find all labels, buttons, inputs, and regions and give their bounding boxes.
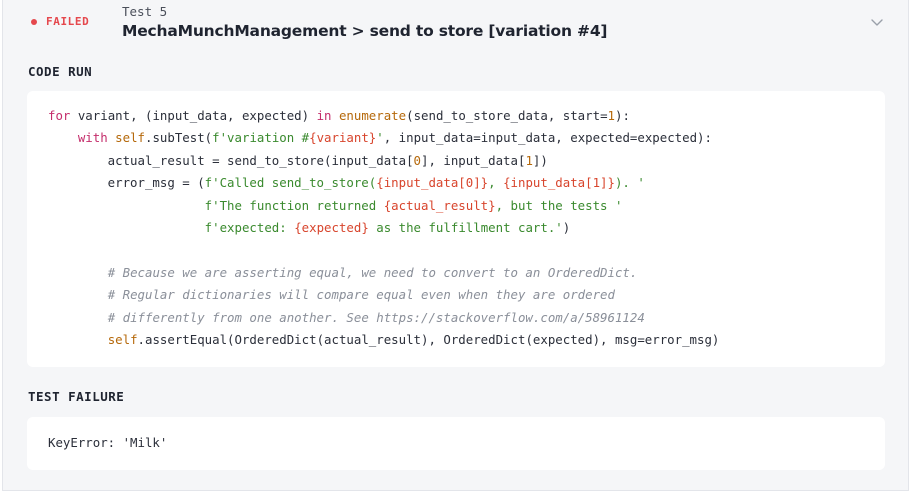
code-token: (send_to_store_data, start=: [406, 108, 608, 123]
code-token: 0: [413, 152, 421, 168]
code-token: ], input_data[: [421, 152, 526, 168]
code-token: {input_data[1]}: [503, 175, 615, 191]
code-run-heading: CODE RUN: [28, 64, 93, 79]
code-token: f'variation #: [212, 130, 310, 146]
failure-message: KeyError: 'Milk': [48, 435, 168, 450]
code-block: for variant, (input_data, expected) in e…: [27, 91, 885, 367]
code-token: enumerate: [338, 108, 407, 123]
code-token: ): [562, 219, 571, 235]
code-token: 1: [607, 108, 615, 123]
code-token: , input_data=input_data, expected=expect…: [383, 130, 712, 146]
code-token: # Regular dictionaries will compare equa…: [107, 287, 615, 303]
code-token: [48, 198, 205, 213]
code-token: as the fulfillment cart.': [368, 219, 563, 235]
code-token: {expected}: [294, 219, 369, 235]
code-token: ):: [615, 108, 630, 123]
test-failure-heading: TEST FAILURE: [28, 389, 125, 404]
code-token: , but the tests ': [495, 197, 623, 213]
code-token: ). ': [614, 175, 645, 191]
status-badge: FAILED: [31, 15, 89, 28]
code-token: 1: [525, 152, 533, 168]
code-token: [48, 130, 78, 145]
code-token: {actual_result}: [383, 197, 496, 213]
code-token: {variant}: [309, 130, 377, 146]
code-token: error_msg = (: [48, 175, 205, 191]
code-token: # differently from one another. See http…: [107, 309, 645, 325]
code-token: self: [115, 130, 145, 146]
code-token: [332, 108, 339, 123]
code-line: # Regular dictionaries will compare equa…: [48, 284, 885, 306]
code-token: [48, 332, 108, 347]
code-content: for variant, (input_data, expected) in e…: [48, 105, 885, 351]
code-line: error_msg = (f'Called send_to_store({inp…: [48, 172, 885, 194]
code-token: .assertEqual(OrderedDict(actual_result),…: [137, 331, 720, 347]
code-token: actual_result = send_to_store(input_data…: [48, 152, 414, 168]
code-token: [48, 310, 108, 325]
code-token: self: [107, 331, 138, 347]
code-token: with: [77, 130, 108, 146]
test-header[interactable]: FAILED Test 5 MechaMunchManagement > sen…: [3, 0, 908, 52]
code-line: with self.subTest(f'variation #{variant}…: [48, 127, 885, 149]
code-line: self.assertEqual(OrderedDict(actual_resu…: [48, 329, 885, 351]
code-line: # differently from one another. See http…: [48, 307, 885, 329]
failure-block: KeyError: 'Milk': [27, 417, 885, 470]
code-token: in: [316, 108, 332, 123]
test-title: MechaMunchManagement > send to store [va…: [122, 22, 608, 40]
code-token: f'Called send_to_store(: [204, 175, 377, 191]
code-line: actual_result = send_to_store(input_data…: [48, 150, 885, 172]
code-token: ]): [532, 152, 548, 168]
code-token: [48, 287, 108, 302]
code-token: [48, 265, 108, 280]
status-label: FAILED: [46, 15, 90, 28]
code-line: f'expected: {expected} as the fulfillmen…: [48, 217, 885, 239]
code-token: ': [376, 130, 384, 146]
code-token: ,: [488, 175, 504, 191]
status-dot-icon: [31, 18, 37, 25]
code-token: variant, (input_data, expected): [70, 108, 317, 123]
code-token: f'expected:: [204, 219, 295, 235]
code-token: {input_data[0]}: [376, 175, 489, 191]
code-line: [48, 239, 885, 261]
code-token: .subTest(: [145, 130, 213, 146]
code-line: f'The function returned {actual_result},…: [48, 195, 885, 217]
code-line: # Because we are asserting equal, we nee…: [48, 262, 885, 284]
code-token: [48, 220, 205, 235]
test-number: Test 5: [122, 4, 168, 19]
code-line: for variant, (input_data, expected) in e…: [48, 105, 885, 127]
chevron-down-icon[interactable]: [869, 14, 885, 30]
code-token: f'The function returned: [204, 197, 384, 213]
code-token: for: [48, 108, 71, 123]
code-token: # Because we are asserting equal, we nee…: [107, 264, 638, 280]
